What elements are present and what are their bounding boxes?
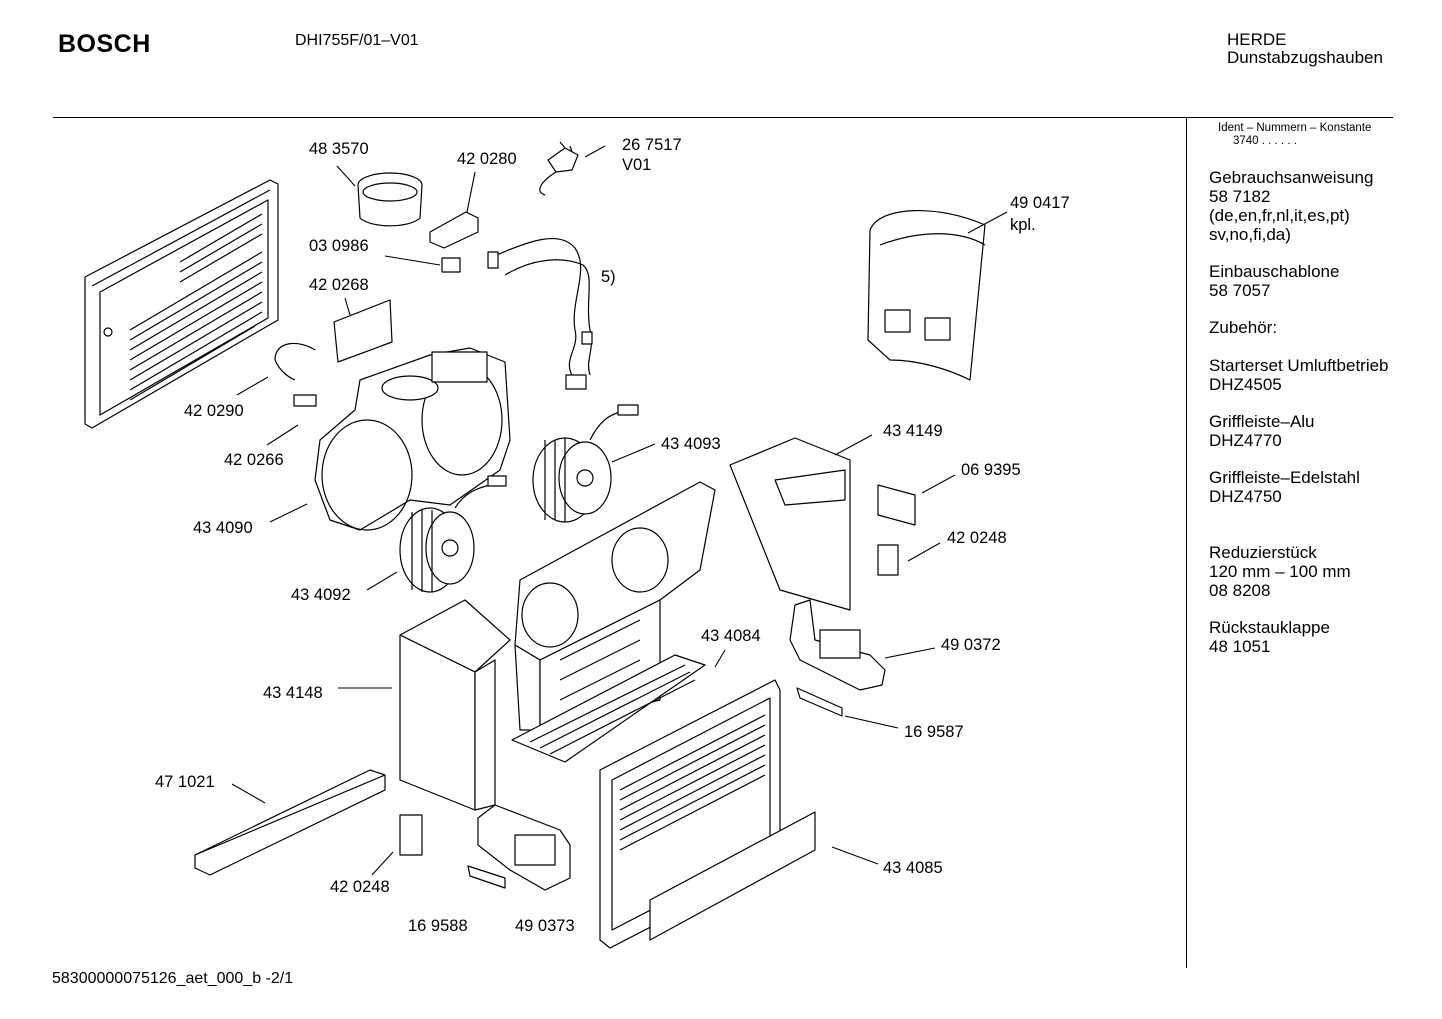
part-label-490373: 49 0373 (515, 917, 575, 935)
sidebar-text: DHZ4750 (1209, 487, 1282, 506)
part-label-434085: 43 4085 (883, 859, 943, 877)
capacitor-drawing (293, 394, 317, 407)
sidebar-block-starterset: Starterset Umluftbetrieb DHZ4505 (1209, 356, 1389, 394)
control-module-bottom-drawing (477, 804, 571, 891)
circuit-board-drawing (333, 299, 393, 363)
grease-filter-drawing (511, 654, 706, 763)
part-label-490372: 49 0372 (941, 636, 1001, 654)
sidebar-text: Griffleiste–Alu (1209, 412, 1315, 431)
sidebar-block-accessories: Zubehör: (1209, 318, 1277, 337)
sidebar-text: Griffleiste–Edelstahl (1209, 468, 1360, 487)
sidebar-text: sv,no,fi,da) (1209, 225, 1291, 244)
part-label-434092: 43 4092 (291, 586, 351, 604)
sidebar-block-backflow-flap: Rückstauklappe 48 1051 (1209, 618, 1330, 656)
circuit-board-small-drawing (429, 211, 479, 249)
blower-wheel-left-drawing (399, 475, 507, 593)
sidebar-text: DHZ4505 (1209, 375, 1282, 394)
part-label-169588: 16 9588 (408, 917, 468, 935)
front-housing-drawing (399, 599, 511, 811)
chassis-drawing (514, 481, 716, 731)
ident-caption-constant: 3740 . . . . . . (1233, 135, 1297, 147)
part-label-483570: 48 3570 (309, 140, 369, 158)
part-label-490417-kit: kpl. (1010, 216, 1036, 234)
part-label-434148: 43 4148 (263, 684, 323, 702)
back-panel-drawing (84, 179, 279, 429)
part-label-434149: 43 4149 (883, 422, 943, 440)
sidebar-text: 48 1051 (1209, 637, 1271, 656)
blower-housing-drawing (314, 347, 511, 531)
side-bracket-drawing (729, 437, 851, 611)
mains-plug-drawing (539, 141, 579, 196)
sidebar-text: Zubehör: (1209, 318, 1278, 337)
sidebar-text: Gebrauchsanweisung (1209, 168, 1374, 187)
footnote-marker: 5) (601, 268, 616, 286)
sidebar-block-reducer: Reduzierstück 120 mm – 100 mm 08 8208 (1209, 543, 1351, 600)
part-label-267517: 26 7517 (622, 136, 682, 154)
control-module-drawing (789, 599, 886, 691)
part-label-434084: 43 4084 (701, 627, 761, 645)
switch-bottom-drawing (399, 814, 423, 856)
category-line-2: Dunstabzugshauben (1227, 48, 1383, 67)
duct-collar-drawing (357, 172, 423, 227)
sidebar-block-handle-alu: Griffleiste–Alu DHZ4770 (1209, 412, 1315, 450)
front-panel-drawing (599, 679, 816, 949)
sidebar-block-manual: Gebrauchsanweisung 58 7182 (de,en,fr,nl,… (1209, 168, 1373, 244)
slider-bottom-drawing (467, 865, 506, 889)
sidebar-text: Starterset Umluftbetrieb (1209, 356, 1389, 375)
part-label-490417: 49 0417 (1010, 194, 1070, 212)
blower-wheel-right-drawing (532, 404, 639, 523)
part-label-169587: 16 9587 (904, 723, 964, 741)
sidebar-text: 08 8208 (1209, 581, 1271, 600)
part-label-420268: 42 0268 (309, 276, 369, 294)
part-labels: 48 3570 42 0280 26 7517 V01 03 0986 42 0… (155, 136, 1070, 935)
installation-template-drawing (867, 210, 986, 381)
leader-lines (231, 145, 1008, 876)
part-label-420248-right: 42 0248 (947, 529, 1007, 547)
part-label-420266: 42 0266 (224, 451, 284, 469)
part-label-069395: 06 9395 (961, 461, 1021, 479)
sidebar-text: (de,en,fr,nl,it,es,pt) (1209, 206, 1350, 225)
sensor-cable-drawing (274, 342, 316, 381)
part-label-267517-version: V01 (622, 156, 651, 174)
sidebar-text: Rückstauklappe (1209, 618, 1330, 637)
ident-caption-title: Ident – Nummern – Konstante (1218, 122, 1372, 134)
part-label-030986: 03 0986 (309, 237, 369, 255)
sidebar-text: 58 7182 (1209, 187, 1271, 206)
sidebar-text: Reduzierstück (1209, 543, 1317, 562)
sidebar-text: 58 7057 (1209, 281, 1271, 300)
wiring-harness-drawing (487, 237, 593, 390)
header-divider (53, 117, 1393, 118)
switch-right-drawing (877, 544, 899, 576)
terminal-block-drawing (441, 257, 461, 273)
part-label-420248-bottom: 42 0248 (330, 878, 390, 896)
mounting-plate-drawing (877, 484, 916, 526)
sidebar-divider (1186, 117, 1187, 968)
category-line-1: HERDE (1227, 30, 1287, 49)
sidebar-block-template: Einbauschablone 58 7057 (1209, 262, 1339, 300)
part-label-420280: 42 0280 (457, 150, 517, 168)
brand-logo: BOSCH (58, 30, 151, 58)
sidebar-text: Einbauschablone (1209, 262, 1340, 281)
model-number: DHI755F/01–V01 (295, 32, 419, 49)
sidebar-block-handle-steel: Griffleiste–Edelstahl DHZ4750 (1209, 468, 1360, 506)
part-label-434093: 43 4093 (661, 435, 721, 453)
part-label-434090: 43 4090 (193, 519, 253, 537)
sidebar-text: DHZ4770 (1209, 431, 1282, 450)
ident-numbers-caption: Ident – Nummern – Konstante 3740 . . . .… (1218, 122, 1371, 148)
sidebar-text: 120 mm – 100 mm (1209, 562, 1351, 581)
mounting-rail-drawing (194, 769, 386, 876)
part-label-420290: 42 0290 (184, 402, 244, 420)
slider-bar-drawing (796, 687, 843, 717)
document-id: 58300000075126_aet_000_b -2/1 (52, 970, 294, 987)
product-category: HERDE Dunstabzugshauben (1227, 31, 1383, 67)
part-label-471021: 47 1021 (155, 773, 215, 791)
